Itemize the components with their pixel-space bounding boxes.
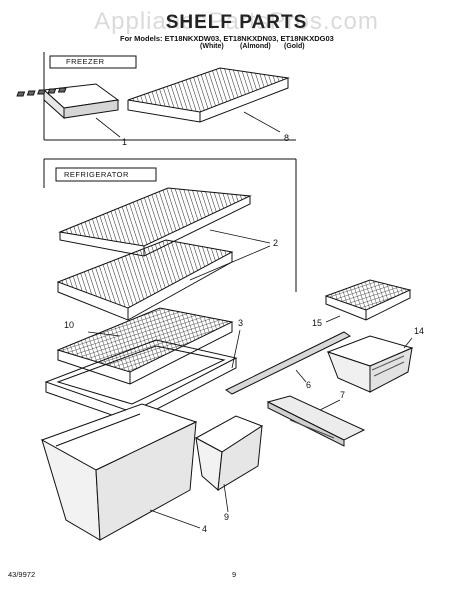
callout-2: 2 bbox=[273, 238, 279, 248]
watermark: AppliancePartsPros.com bbox=[94, 8, 379, 35]
page-number: 9 bbox=[232, 570, 237, 579]
model-list: For Models: ET18NKXDW03, ET18NKXDN03, ET… bbox=[120, 34, 334, 43]
crisper-right bbox=[194, 415, 264, 492]
freezer-section bbox=[43, 52, 296, 141]
freezer-wire-shelf bbox=[127, 67, 290, 123]
meat-pan-rail bbox=[225, 331, 351, 395]
callout-9: 9 bbox=[224, 512, 230, 522]
callout-3: 3 bbox=[238, 318, 244, 328]
crisper-left bbox=[40, 403, 198, 541]
variant-gold: (Gold) bbox=[284, 43, 305, 50]
callout-7: 7 bbox=[340, 390, 346, 400]
page-title: SHELF PARTS bbox=[165, 12, 308, 33]
callout-8: 8 bbox=[284, 133, 290, 143]
callout-6: 6 bbox=[306, 380, 312, 390]
meat-pan-slide bbox=[266, 395, 366, 447]
callout-leaders bbox=[87, 111, 413, 529]
callout-15: 15 bbox=[312, 318, 323, 328]
meat-pan-cover bbox=[324, 279, 412, 321]
meat-pan bbox=[326, 335, 414, 393]
callout-1: 1 bbox=[122, 137, 128, 147]
document-number: 43/9972 bbox=[8, 570, 36, 579]
callout-4: 4 bbox=[202, 524, 208, 534]
freezer-label: FREEZER bbox=[66, 57, 105, 66]
variant-white: (White) bbox=[200, 43, 224, 50]
ice-tray bbox=[16, 83, 120, 120]
callout-14: 14 bbox=[414, 326, 425, 336]
refrigerator-label: REFRIGERATOR bbox=[64, 170, 129, 179]
refrigerator-section bbox=[43, 158, 297, 292]
callout-10: 10 bbox=[64, 320, 75, 330]
refrigerator-wire-shelf-lower bbox=[56, 239, 234, 321]
variant-almond: (Almond) bbox=[240, 43, 271, 50]
